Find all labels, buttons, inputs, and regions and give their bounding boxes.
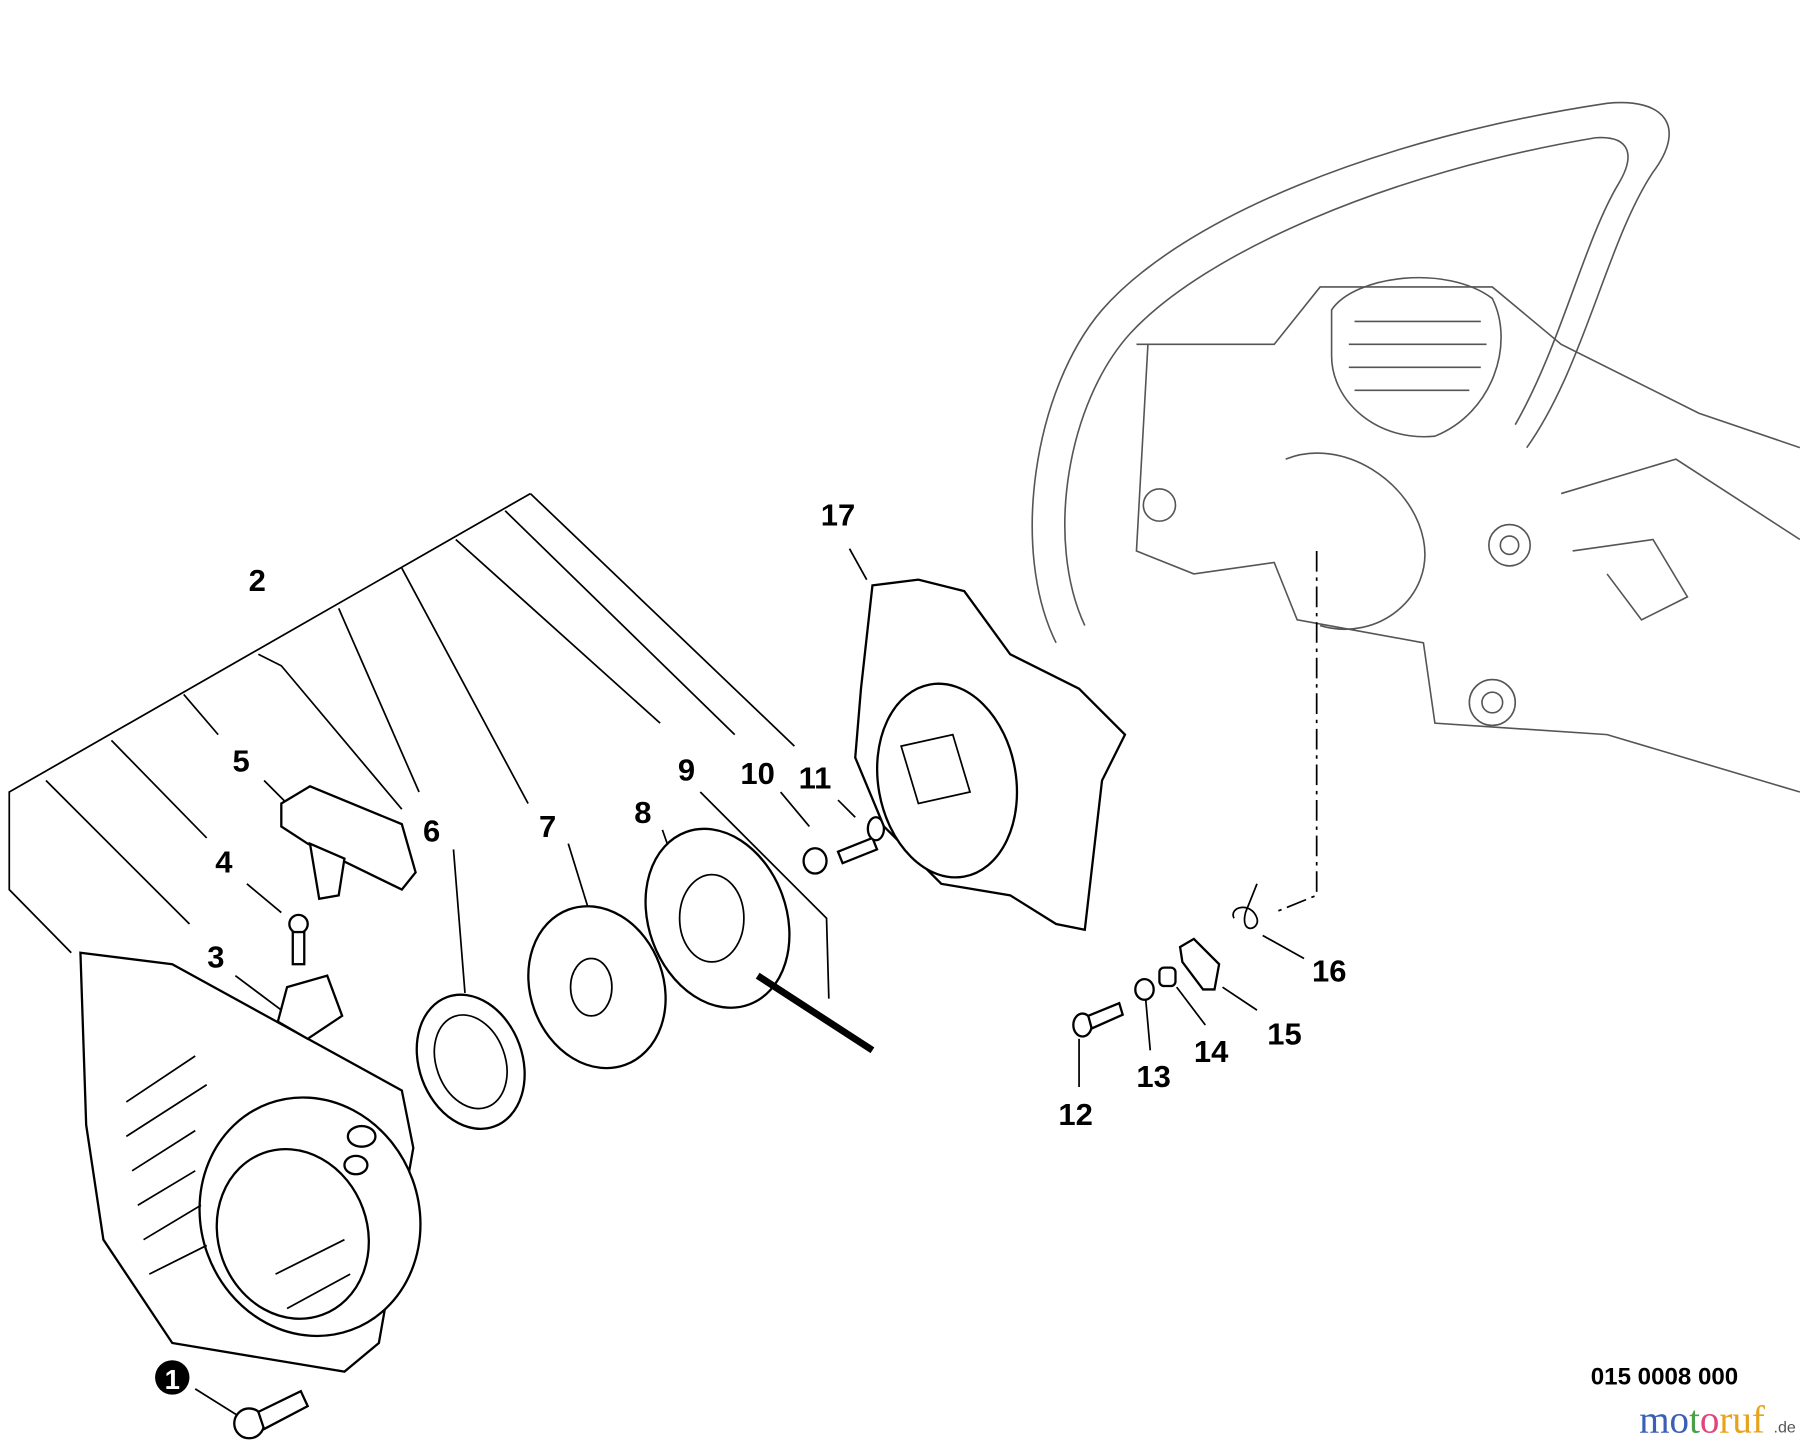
svg-text:.de: .de [1774,1419,1796,1437]
callout-11: 11 [799,761,832,796]
washer-10 [802,847,828,875]
svg-text:motoruf: motoruf [1639,1399,1765,1442]
callout-17: 17 [821,498,855,533]
assembly-line-16 [1273,550,1318,914]
starter-handle [280,784,417,901]
starter-rope [755,972,875,1054]
spring-clip-16 [1232,883,1259,930]
callout-4: 4 [215,844,233,879]
callout-13: 13 [1136,1059,1170,1094]
callout-labels: 1 2 3 4 5 6 7 8 9 10 11 12 13 14 15 16 1… [155,498,1347,1395]
callout-2: 2 [249,563,266,598]
chainsaw-body [1031,101,1800,793]
motoruf-watermark-logo: motoruf .de [1639,1399,1796,1442]
callout-5: 5 [233,743,250,778]
callout-15: 15 [1267,1017,1301,1052]
callout-16: 16 [1312,953,1346,988]
callout-3: 3 [207,940,224,975]
bolt-12 [1072,1001,1125,1038]
callout-12: 12 [1058,1097,1092,1132]
callout-6: 6 [423,813,440,848]
callout-7: 7 [539,809,556,844]
starter-cover [79,951,422,1373]
callout-10: 10 [740,756,774,791]
drawing-number: 015 0008 000 [1591,1363,1738,1390]
bolt-11 [836,816,886,865]
rope-pulley [644,827,791,1009]
starter-pawl-plate [527,905,667,1070]
callout-1: 1 [165,1364,180,1395]
screw-4 [288,913,309,966]
rope-guide [276,974,344,1041]
bracket-15 [1178,937,1221,991]
recoil-spring [415,993,526,1130]
callout-9: 9 [678,753,695,788]
callout-14: 14 [1194,1034,1229,1069]
washer-13 [1134,977,1155,1001]
bolt-1 [233,1389,310,1440]
callout-1-badge [155,1360,190,1395]
callout-8: 8 [634,795,651,830]
spacer-14 [1158,966,1177,988]
fan-housing [854,578,1127,932]
callout-leader-lines [8,492,1305,1419]
